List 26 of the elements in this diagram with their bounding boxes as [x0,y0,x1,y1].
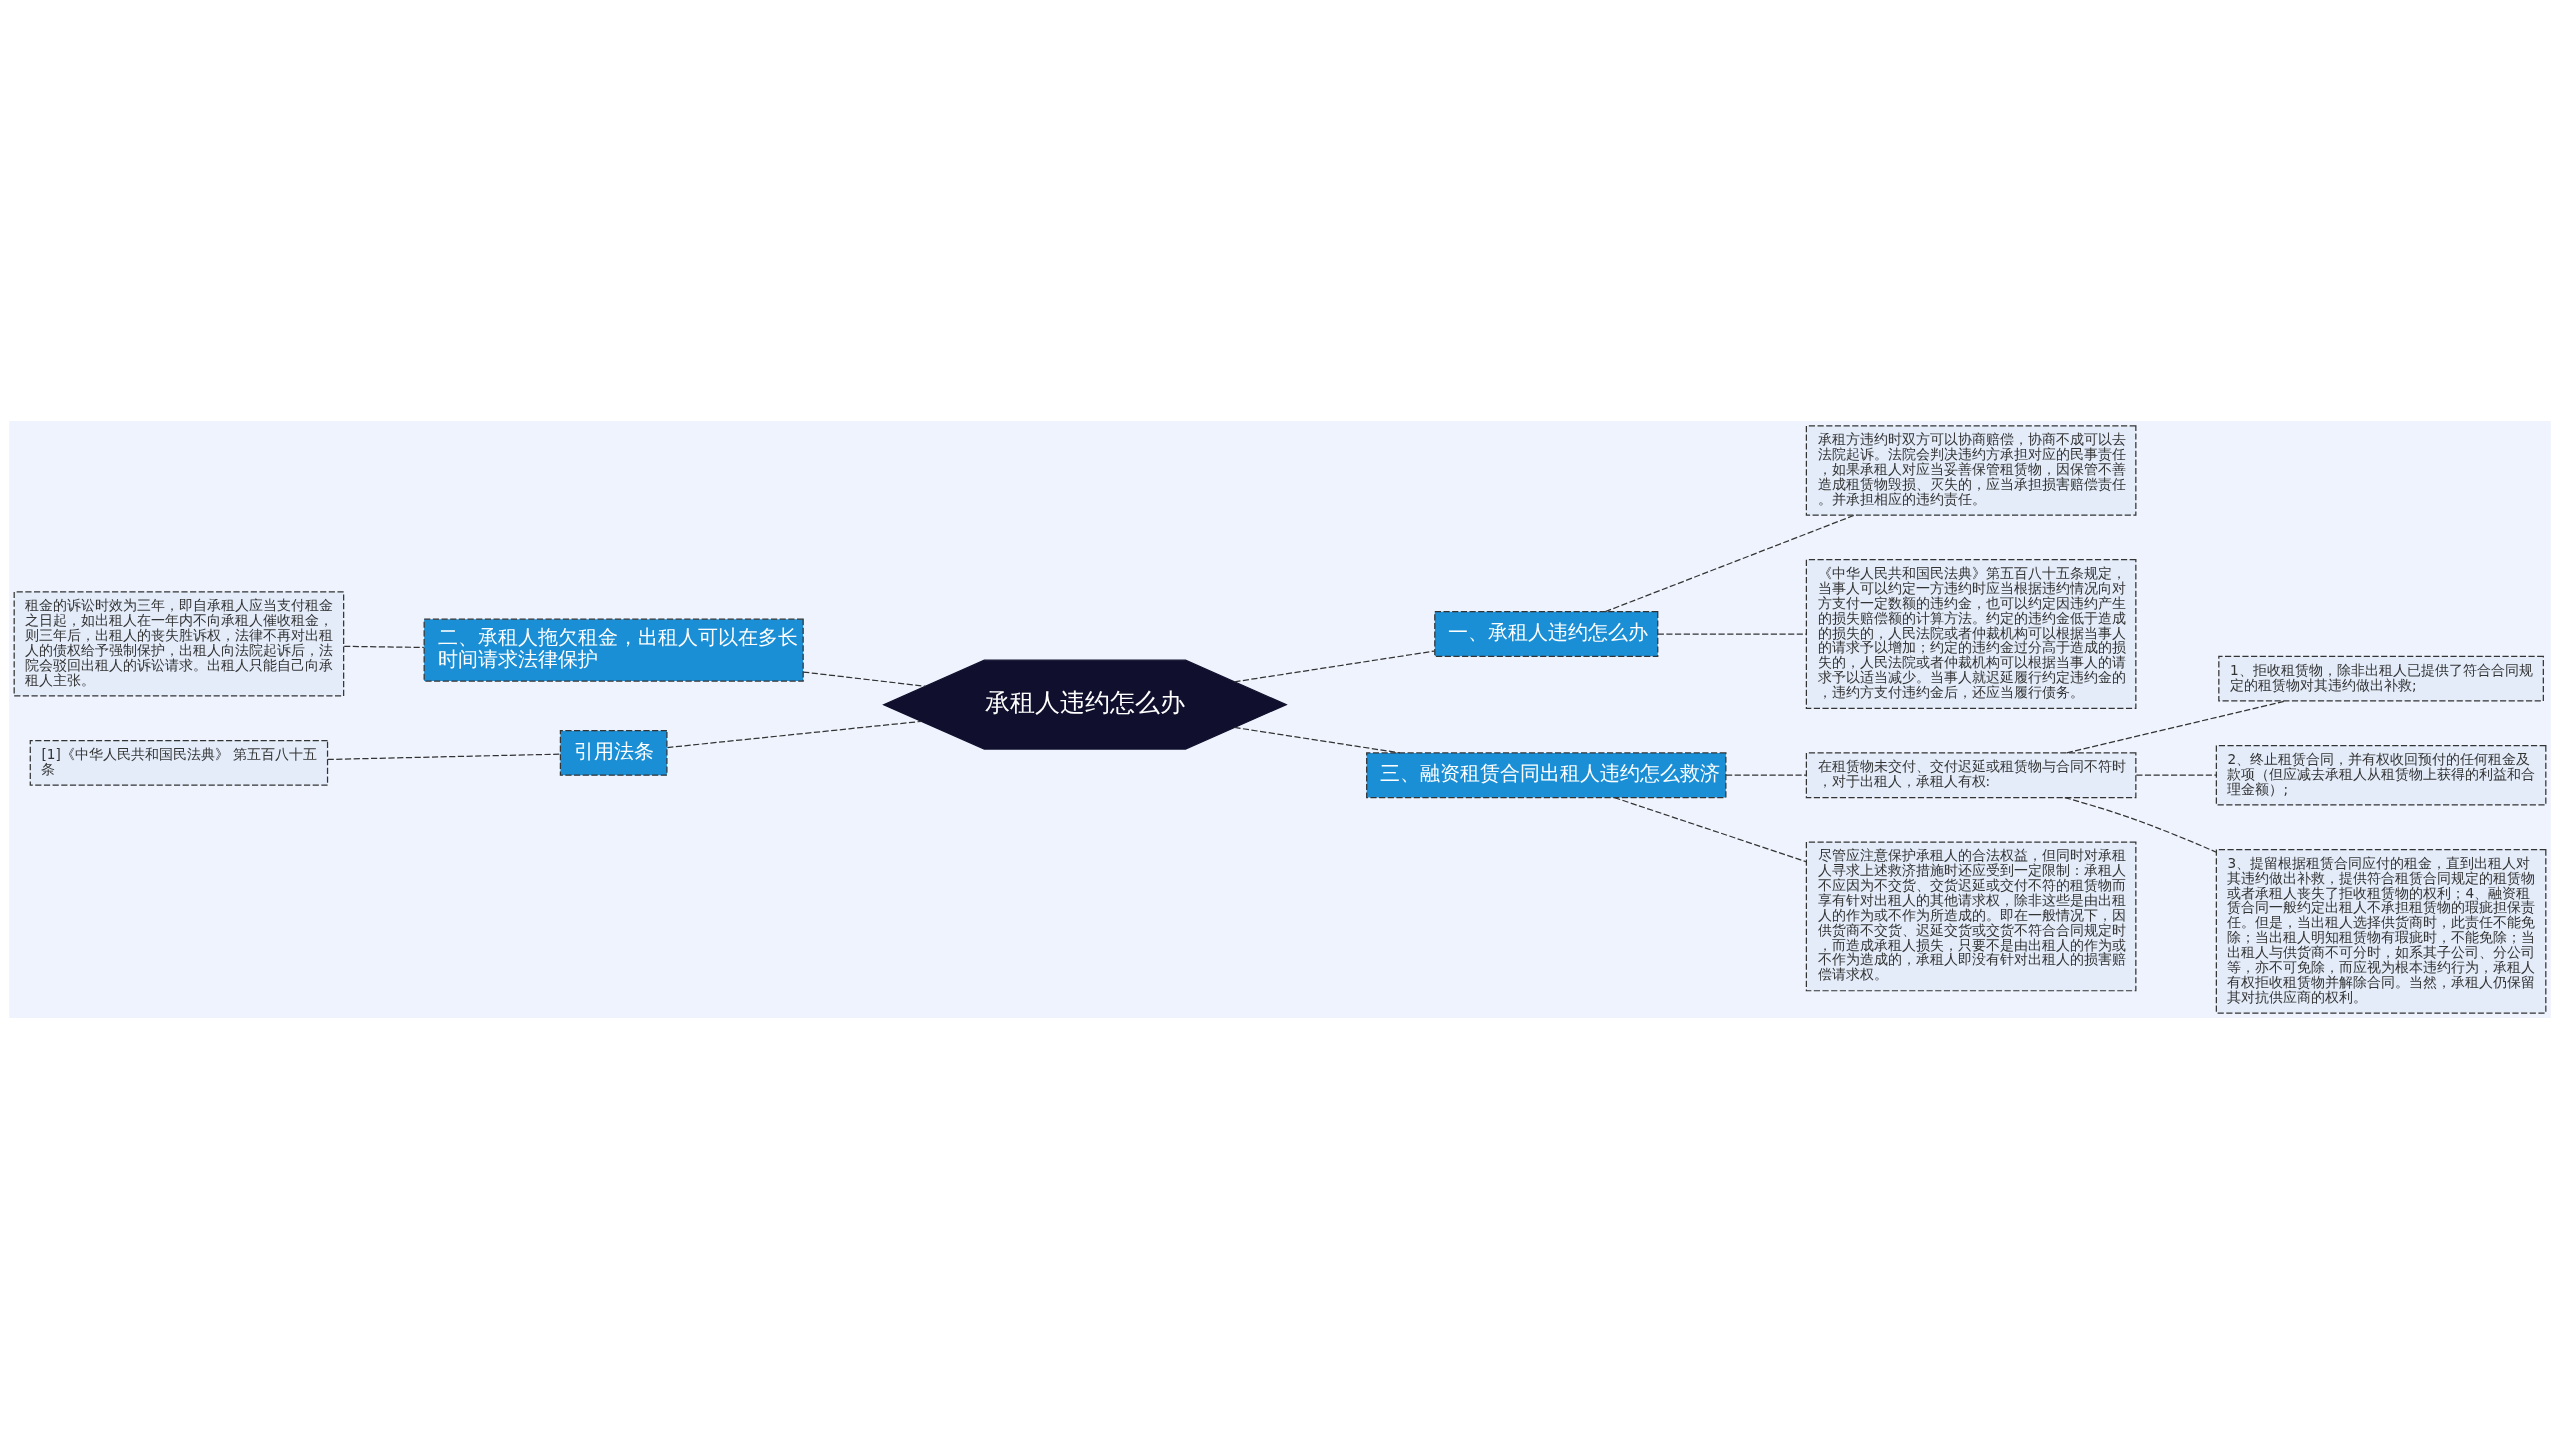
connector [2066,699,2287,753]
node-box: 一、承租人违约怎么办 [1434,610,1659,657]
connector [1233,649,1436,682]
connector [1604,514,1855,612]
node-box: 2、终止租赁合同，并有权收回预付的任何租金及款项（但应减去承租人从租赁物上获得的利益和合理金额）; [2215,744,2547,806]
node-box: 3、提留根据租赁合同应付的租金，直到出租人对其违约做出补救，提供符合租赁合同规定的租赁物或者承租人丧失了拒收租赁物的权利；4、融资租赁合同一般约定出租人不承担租赁物的瑕疵担保责任。但是，当出租人选择供货商时，此责任不能免除；当出租人明知租赁物有瑕疵时，不能免除；当出租人与供货商不可分时，如系其子公司、分公司等，亦不可免除，而应视为根本违约行为，承租人有权拒收租赁物并解除合同。当然，承租人仍保留其对抗供应商的权利。 [2215,848,2547,1014]
node-box: 承租方违约时双方可以协商赔偿，协商不成可以去法院起诉。法院会判决违约方承担对应的民事责任，如果承租人对应当妥善保管租赁物，因保管不善造成租赁物毁损、灭失的，应当承担损害赔偿责任。并承担相应的违约责任。 [1805,424,2137,516]
connector [1657,632,1807,635]
node-box: 引用法条 [559,729,668,776]
connector [343,645,425,648]
connector [327,753,561,760]
connector [802,670,926,687]
node-box: 三、融资租赁合同出租人违约怎么救济 [1366,751,1727,798]
node-box: [1]《中华人民共和国民法典》 第五百八十五条 [29,739,329,786]
node-box: 二、承租人拖欠租金，出租人可以在多长时间请求法律保护 [423,618,804,682]
connector [1233,726,1401,754]
connector [666,720,922,748]
connector [2135,774,2217,776]
node-box: 尽管应注意保护承租人的合法权益，但同时对承租人寻求上述救济措施时还应受到一定限制：承租人不应因为不交货、交货迟延或交付不符的租赁物而享有针对出租人的其他请求权，除非这些是由出租人的作为或不作为所造成的。即在一般情况下，因供货商不交货、迟延交货或交货不符合合同规定时，而造成承租人损失，只要不是由出租人的作为或不作为造成的，承租人即没有针对出租人的损害赔偿请求权。 [1805,841,2137,991]
node-box: 《中华人民共和国民法典》第五百八十五条规定，当事人可以约定一方违约时应当根据违约情况向对方支付一定数额的违约金，也可以约定因违约产生的损失赔偿额的计算方法。约定的违约金低于造成的损失的，人民法院或者仲裁机构可以根据当事人的请求予以增加；约定的违约金过分高于造成的损失的，人民法院或者仲裁机构可以根据当事人的请求予以适当减少。当事人就迟延履行约定违约金的，违约方支付违约金后，还应当履行债务。 [1805,558,2137,709]
connector [2064,796,2217,853]
node-box: 租金的诉讼时效为三年，即自承租人应当支付租金之日起，如出租人在一年内不向承租人催收租金，则三年后，出租人的丧失胜诉权，法律不再对出租人的债权给予强制保护，出租人向法院起诉后，法院会驳回出租人的诉讼请求。出租人只能自己向承租人主张。 [13,590,345,697]
connector [1725,774,1807,776]
node-box: 1、拒收租赁物，除非出租人已提供了符合合同规定的租赁物对其违约做出补救; [2218,655,2544,702]
connector [1613,796,1807,862]
node-box: 在租赁物未交付、交付迟延或租赁物与合同不符时，对于出租人，承租人有权: [1805,751,2137,798]
